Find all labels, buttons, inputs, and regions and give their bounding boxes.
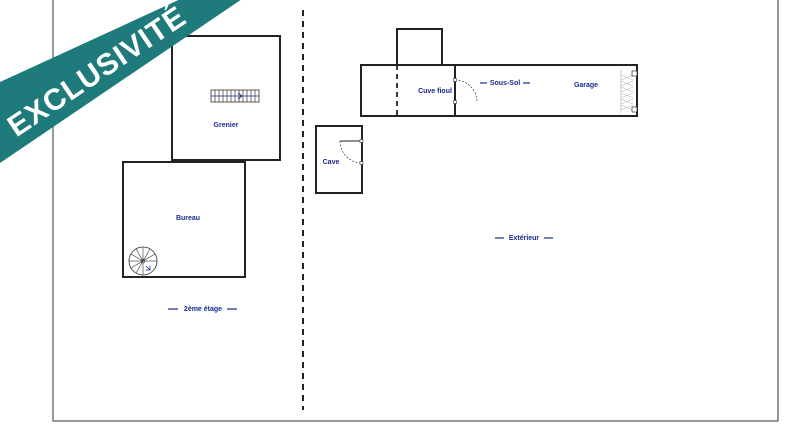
stairs-icon xyxy=(210,89,260,103)
etage-label: 2ème étage xyxy=(184,306,222,313)
sous-sol-block: Cuve fioul Sous-Sol Garage xyxy=(360,28,638,117)
cave-room: Cave xyxy=(315,125,364,194)
garage-label: Garage xyxy=(574,82,598,89)
garage-door-icon xyxy=(618,70,638,113)
cave-label: Cave xyxy=(323,159,340,166)
exterieur-zone-label: Extérieur xyxy=(495,235,553,242)
grenier-room: Grenier xyxy=(171,35,281,161)
page-border xyxy=(52,0,779,422)
spiral-stairs-icon xyxy=(128,246,158,276)
etage-zone-label: 2ème étage xyxy=(168,306,237,313)
grenier-label: Grenier xyxy=(214,122,239,129)
sous-sol-label: Sous-Sol xyxy=(490,80,520,87)
bureau-label: Bureau xyxy=(176,215,200,222)
banner-ribbon xyxy=(0,0,241,163)
exclusivite-banner: EXCLUSIVITÉ xyxy=(0,0,241,163)
cuve-fioul-label: Cuve fioul xyxy=(418,88,452,95)
bureau-room: Bureau xyxy=(122,161,246,278)
exterieur-label: Extérieur xyxy=(509,235,540,242)
